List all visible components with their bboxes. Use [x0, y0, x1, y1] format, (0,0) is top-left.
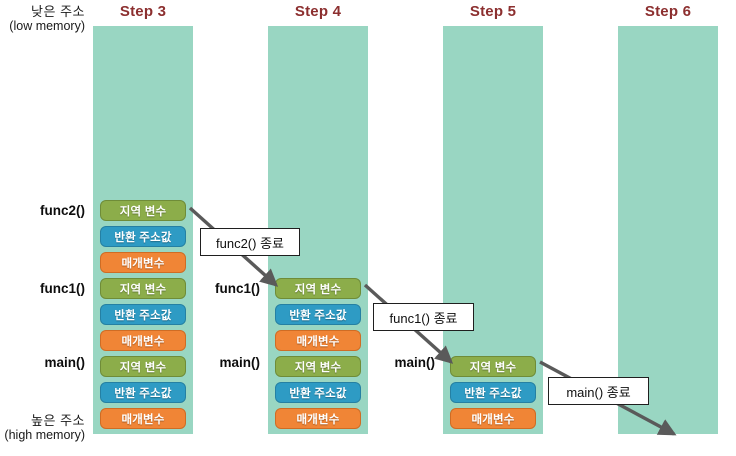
stack-cell-param: 매개변수	[100, 408, 186, 429]
step-title-4: Step 4	[294, 3, 342, 20]
high-memory-label-ko: 높은 주소	[31, 413, 85, 428]
low-memory-label: 낮은 주소 (low memory)	[9, 4, 85, 34]
stack-cell-param: 매개변수	[275, 330, 361, 351]
stack-cell-return: 반환 주소값	[100, 304, 186, 325]
callout-func1-exit: func1() 종료	[373, 303, 474, 331]
step-title-6: Step 6	[644, 3, 692, 20]
stack-cell-local: 지역 변수	[100, 356, 186, 377]
stack-cell-return: 반환 주소값	[275, 304, 361, 325]
callout-main-exit: main() 종료	[548, 377, 649, 405]
low-memory-label-en: (low memory)	[9, 19, 85, 34]
fn-label-step4-main: main()	[219, 355, 261, 370]
stack-cell-local: 지역 변수	[100, 278, 186, 299]
callout-func2-exit: func2() 종료	[200, 228, 300, 256]
stack-cell-local: 지역 변수	[275, 278, 361, 299]
stack-cell-return: 반환 주소값	[100, 226, 186, 247]
high-memory-label: 높은 주소 (high memory)	[4, 413, 85, 443]
fn-label-step3-main: main()	[44, 355, 86, 370]
stack-cell-local: 지역 변수	[100, 200, 186, 221]
fn-label-step3-func1: func1()	[40, 281, 85, 296]
stack-cell-param: 매개변수	[100, 252, 186, 273]
stack-cell-local: 지역 변수	[275, 356, 361, 377]
fn-label-step5-main: main()	[394, 355, 436, 370]
stack-cell-return: 반환 주소값	[450, 382, 536, 403]
low-memory-label-ko: 낮은 주소	[31, 4, 85, 19]
step-title-3: Step 3	[119, 3, 167, 20]
step-title-5: Step 5	[469, 3, 517, 20]
high-memory-label-en: (high memory)	[4, 428, 85, 443]
stack-cell-return: 반환 주소값	[100, 382, 186, 403]
stack-cell-return: 반환 주소값	[275, 382, 361, 403]
stack-cell-local: 지역 변수	[450, 356, 536, 377]
stack-cell-param: 매개변수	[275, 408, 361, 429]
stack-cell-param: 매개변수	[100, 330, 186, 351]
step-column-6	[618, 26, 718, 434]
fn-label-step4-func1: func1()	[215, 281, 260, 296]
fn-label-step3-func2: func2()	[40, 203, 85, 218]
stack-cell-param: 매개변수	[450, 408, 536, 429]
